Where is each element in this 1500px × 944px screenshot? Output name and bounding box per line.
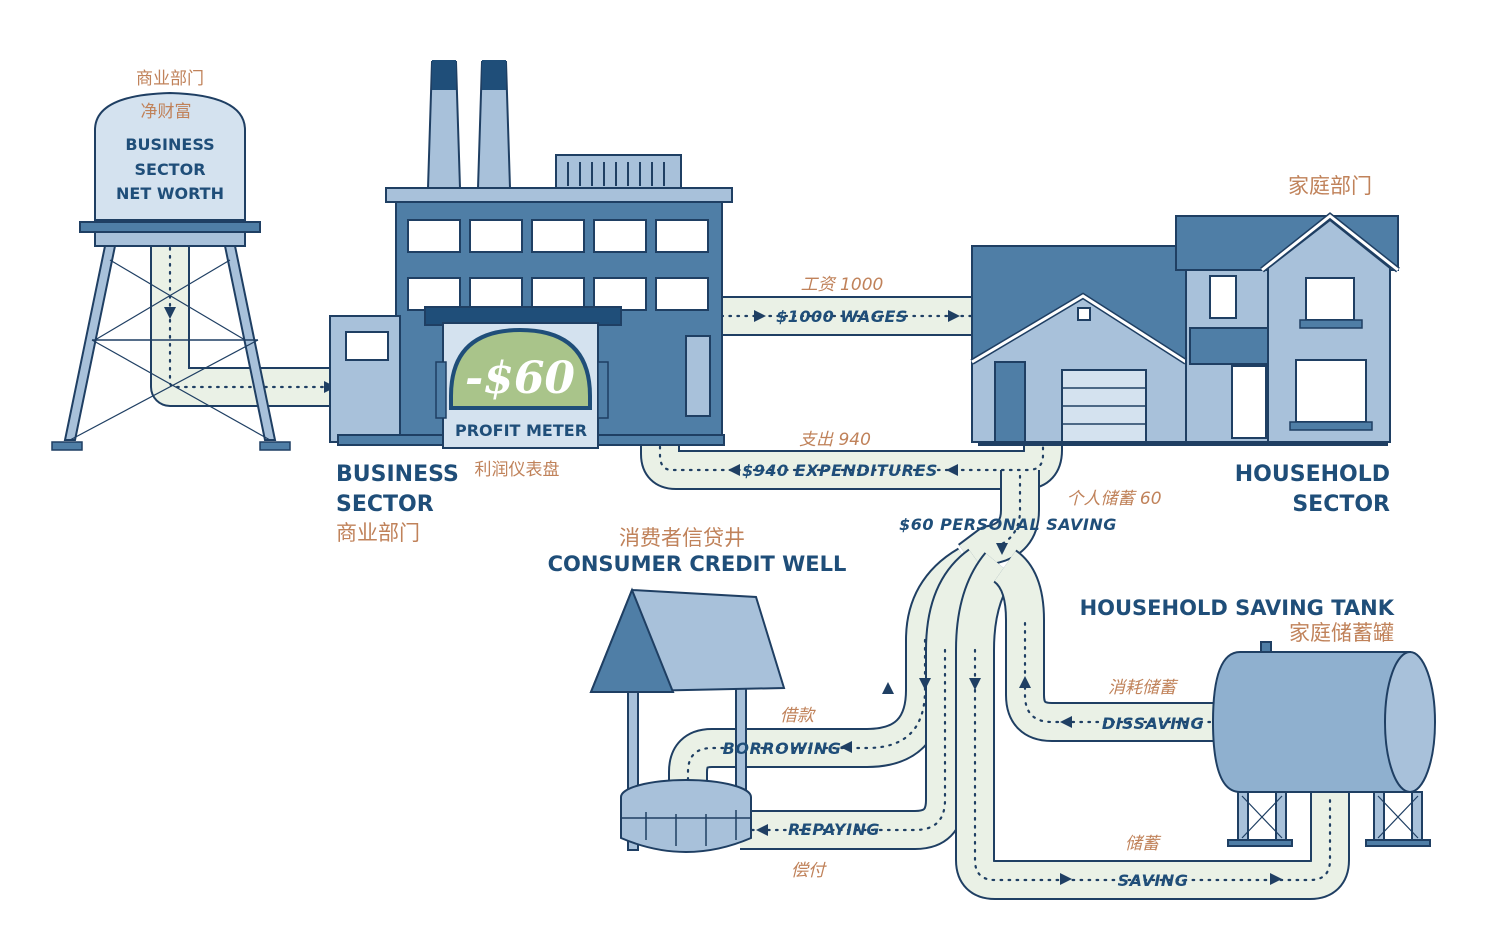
arrow-wages-1 [754, 310, 766, 322]
household-sector-en-2: SECTOR [1292, 492, 1390, 517]
tower-en-line2: SECTOR [134, 160, 205, 179]
arrow-save-down [969, 678, 981, 690]
business-sector-cn: 商业部门 [336, 521, 420, 545]
profit-meter-value: -$60 [465, 353, 575, 404]
saving-en: SAVING [1118, 871, 1189, 890]
credit-well-cn: 消费者信贷井 [619, 526, 745, 550]
dissaving-en: DISSAVING [1102, 714, 1204, 733]
saving-tank-en: HOUSEHOLD SAVING TANK [1080, 596, 1395, 620]
tower-cn-sub: 净财富 [141, 102, 192, 122]
tower-en-line1: BUSINESS [125, 135, 214, 154]
arrow-wages-2 [948, 310, 960, 322]
arrow-tower-down [164, 307, 176, 319]
arrow-repay-down [919, 678, 931, 690]
profit-meter-cn: 利润仪表盘 [475, 460, 560, 480]
arrow-saving-down [996, 543, 1008, 555]
tower-en-line3: NET WORTH [116, 184, 224, 203]
business-sector-en-2: SECTOR [336, 492, 434, 517]
business-sector-en-1: BUSINESS [336, 462, 459, 487]
arrow-borrow-left [840, 741, 852, 753]
household-sector-cn: 家庭部门 [1288, 174, 1372, 198]
water-tower [51, 91, 291, 451]
arrow-exp-1 [946, 464, 958, 476]
wages-cn: 工资 1000 [801, 275, 884, 295]
wages-en: $1000 WAGES [776, 307, 908, 326]
borrowing-cn: 借款 [780, 706, 816, 726]
arrow-save-right-1 [1060, 873, 1072, 885]
arrow-repay-left [756, 824, 768, 836]
tower-cn-title: 商业部门 [136, 69, 204, 89]
personal-saving-en: $60 PERSONAL SAVING [899, 515, 1117, 534]
profit-meter-label: PROFIT METER [455, 421, 587, 440]
factory [329, 60, 733, 449]
expenditures-cn: 支出 940 [799, 430, 871, 450]
credit-well [589, 587, 786, 853]
household-sector-en-1: HOUSEHOLD [1235, 462, 1390, 487]
repaying-en: REPAYING [788, 820, 880, 839]
expenditures-en: $940 EXPENDITURES [742, 461, 938, 480]
dissaving-cn: 消耗储蓄 [1108, 678, 1179, 698]
borrowing-en: BORROWING [723, 739, 842, 758]
arrow-save-right-2 [1270, 873, 1282, 885]
credit-well-en: CONSUMER CREDIT WELL [548, 552, 847, 576]
arrow-exp-2 [728, 464, 740, 476]
arrow-dissave-up [1019, 676, 1031, 688]
saving-tank [1211, 641, 1436, 847]
saving-tank-cn: 家庭储蓄罐 [1289, 621, 1394, 645]
arrow-dissave-left [1060, 716, 1072, 728]
house [970, 212, 1400, 446]
personal-saving-cn: 个人储蓄 60 [1066, 489, 1161, 509]
arrow-borrow-up [882, 682, 894, 694]
saving-cn: 储蓄 [1125, 834, 1162, 854]
repaying-cn: 偿付 [791, 861, 827, 881]
